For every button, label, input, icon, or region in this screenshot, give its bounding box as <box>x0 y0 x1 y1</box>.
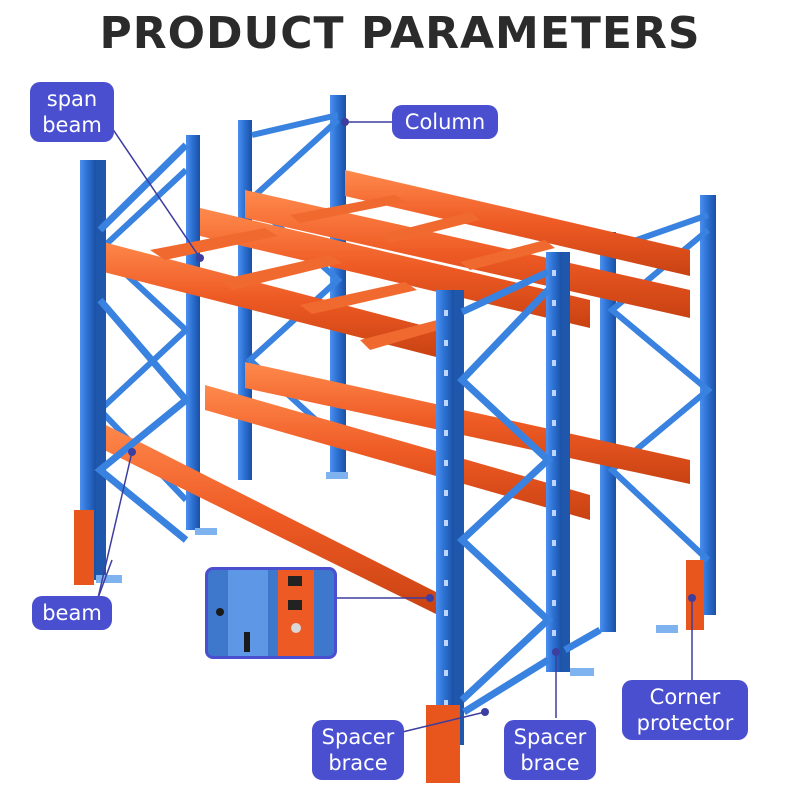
leader-lines <box>97 121 693 736</box>
label-beam: beam <box>32 596 112 630</box>
label-column-text: Column <box>404 110 486 134</box>
label-spacer-brace-left: Spacer brace <box>312 720 404 780</box>
label-spacer-brace-right-line1: Spacer <box>513 725 587 749</box>
beam-connector-detail-inset <box>205 567 337 659</box>
label-corner-protector-line2: protector <box>636 711 734 735</box>
label-spacer-brace-right: Spacer brace <box>504 720 596 780</box>
label-span-beam: span beam <box>30 82 114 142</box>
page-title: PRODUCT PARAMETERS <box>99 8 701 59</box>
upright-holes <box>444 270 556 706</box>
label-corner-protector-line1: Corner <box>649 685 721 709</box>
deck-cross-members <box>150 195 555 350</box>
label-spacer-brace-left-line2: brace <box>328 751 388 775</box>
front-uprights <box>80 160 570 745</box>
label-span-beam-line1: span <box>46 87 98 111</box>
leader-dots <box>128 118 696 716</box>
label-beam-text: beam <box>42 601 102 625</box>
corner-protectors <box>74 510 704 783</box>
label-span-beam-line2: beam <box>42 113 102 137</box>
base-plates <box>96 472 678 676</box>
label-spacer-brace-right-line2: brace <box>520 751 580 775</box>
front-bracing <box>94 142 602 715</box>
beam-connector-closeup <box>208 570 334 656</box>
label-spacer-brace-left-line1: Spacer <box>321 725 395 749</box>
label-column: Column <box>392 105 498 139</box>
label-corner-protector: Corner protector <box>622 680 748 740</box>
